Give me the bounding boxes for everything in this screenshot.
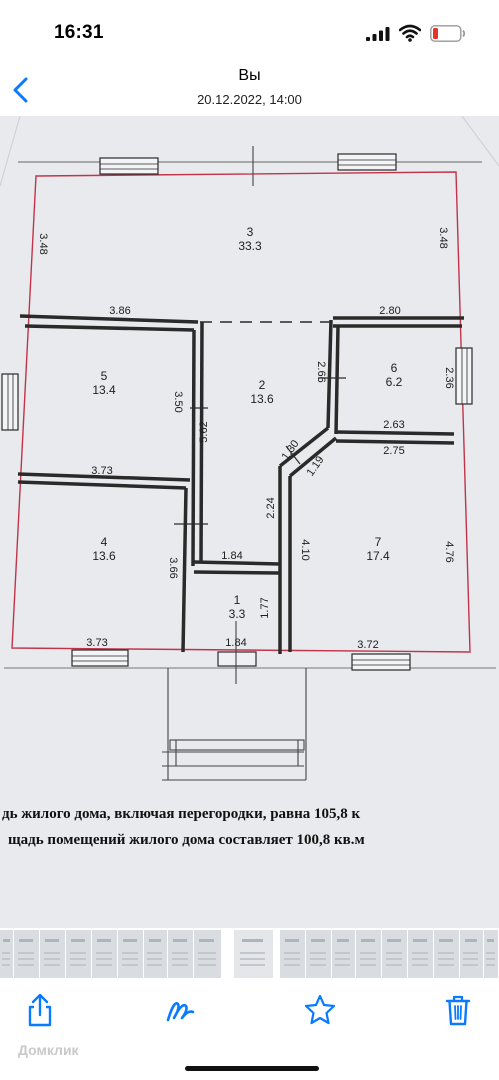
thumbnail[interactable]: [408, 930, 434, 978]
dim-r4-right: 3.66: [167, 557, 179, 578]
cellular-signal-icon: [366, 27, 390, 41]
room-4-number: 4: [101, 535, 108, 549]
thumbnail[interactable]: [118, 930, 144, 978]
dim-r7-left: 4.10: [299, 539, 311, 560]
trash-icon[interactable]: [438, 990, 478, 1030]
nav-subtitle: 20.12.2022, 14:00: [197, 92, 302, 107]
status-time: 16:31: [54, 22, 104, 43]
room-3-area: 33.3: [238, 239, 262, 253]
thumbnail[interactable]: [92, 930, 118, 978]
dim-r1-right: 1.77: [259, 597, 271, 618]
dim-r5-right: 3.50: [172, 391, 184, 412]
floor-plan-drawing: 3 33.3 5 13.4 2 13.6 6 6.2 4 13.6 1 3.3 …: [0, 116, 499, 928]
thumbnail[interactable]: [484, 930, 499, 978]
dim-left-top: 3.48: [37, 233, 49, 254]
room-7-area: 17.4: [366, 549, 390, 563]
room-5-area: 13.4: [92, 383, 116, 397]
thumbnail[interactable]: [306, 930, 332, 978]
nav-title: Вы: [238, 67, 261, 84]
home-indicator: [185, 1066, 319, 1071]
room-7-number: 7: [375, 535, 382, 549]
thumbnail[interactable]: [0, 930, 14, 978]
back-chevron-icon[interactable]: [4, 70, 40, 110]
nav-header: Вы 20.12.2022, 14:00: [0, 64, 499, 116]
thumbnail[interactable]: [434, 930, 460, 978]
floor-plan-photo[interactable]: 3 33.3 5 13.4 2 13.6 6 6.2 4 13.6 1 3.3 …: [0, 116, 499, 928]
thumbnail[interactable]: [356, 930, 382, 978]
dim-r2-lower: 2.24: [265, 497, 277, 518]
room-2-area: 13.6: [250, 392, 274, 406]
thumbnail-strip[interactable]: [0, 930, 499, 978]
caption-line-2: щадь помещений жилого дома составляет 10…: [8, 832, 365, 848]
room-6-number: 6: [391, 361, 398, 375]
thumbnail[interactable]: [460, 930, 484, 978]
thumbnail[interactable]: [332, 930, 356, 978]
markup-icon[interactable]: [160, 990, 200, 1030]
dim-bottom-right: 3.72: [357, 639, 378, 651]
watermark: Домклик: [18, 1042, 79, 1058]
dim-top-left: 3.86: [109, 305, 130, 317]
thumbnail[interactable]: [194, 930, 222, 978]
thumbnail[interactable]: [382, 930, 408, 978]
favorite-icon[interactable]: [300, 990, 340, 1030]
thumbnail[interactable]: [280, 930, 306, 978]
thumbnail[interactable]: [14, 930, 40, 978]
share-icon[interactable]: [20, 990, 60, 1030]
status-bar: 16:31: [0, 0, 499, 64]
room-3-number: 3: [247, 225, 254, 239]
dim-r1-top: 1.84: [221, 550, 242, 562]
dim-bottom-left: 3.73: [86, 637, 107, 649]
dim-right-top: 3.48: [437, 227, 449, 248]
wifi-icon: [399, 24, 421, 42]
thumbnail[interactable]: [168, 930, 194, 978]
battery-low-icon: [430, 25, 466, 42]
dim-top-right: 2.80: [379, 305, 400, 317]
dim-bottom-mid: 1.84: [225, 637, 246, 649]
dim-r5-bottom: 3.73: [91, 465, 112, 477]
dim-r6-left: 2.66: [315, 361, 327, 382]
thumbnail[interactable]: [66, 930, 92, 978]
room-1-area: 3.3: [229, 607, 246, 621]
room-6-area: 6.2: [386, 375, 403, 389]
dim-r7-top: 2.75: [383, 445, 404, 457]
thumbnail-current[interactable]: [232, 930, 276, 978]
room-5-number: 5: [101, 369, 108, 383]
room-2-number: 2: [259, 378, 266, 392]
bottom-toolbar: [0, 980, 499, 1040]
caption-line-1: дь жилого дома, включая перегородки, рав…: [2, 806, 361, 822]
dim-r2-left: 5.62: [198, 421, 210, 442]
dim-r6-right: 2.36: [443, 367, 455, 388]
dim-r6-bottom: 2.63: [383, 419, 404, 431]
dim-r7-right: 4.76: [443, 541, 455, 562]
thumbnail[interactable]: [144, 930, 168, 978]
thumbnail[interactable]: [40, 930, 66, 978]
room-1-number: 1: [234, 593, 241, 607]
room-4-area: 13.6: [92, 549, 116, 563]
